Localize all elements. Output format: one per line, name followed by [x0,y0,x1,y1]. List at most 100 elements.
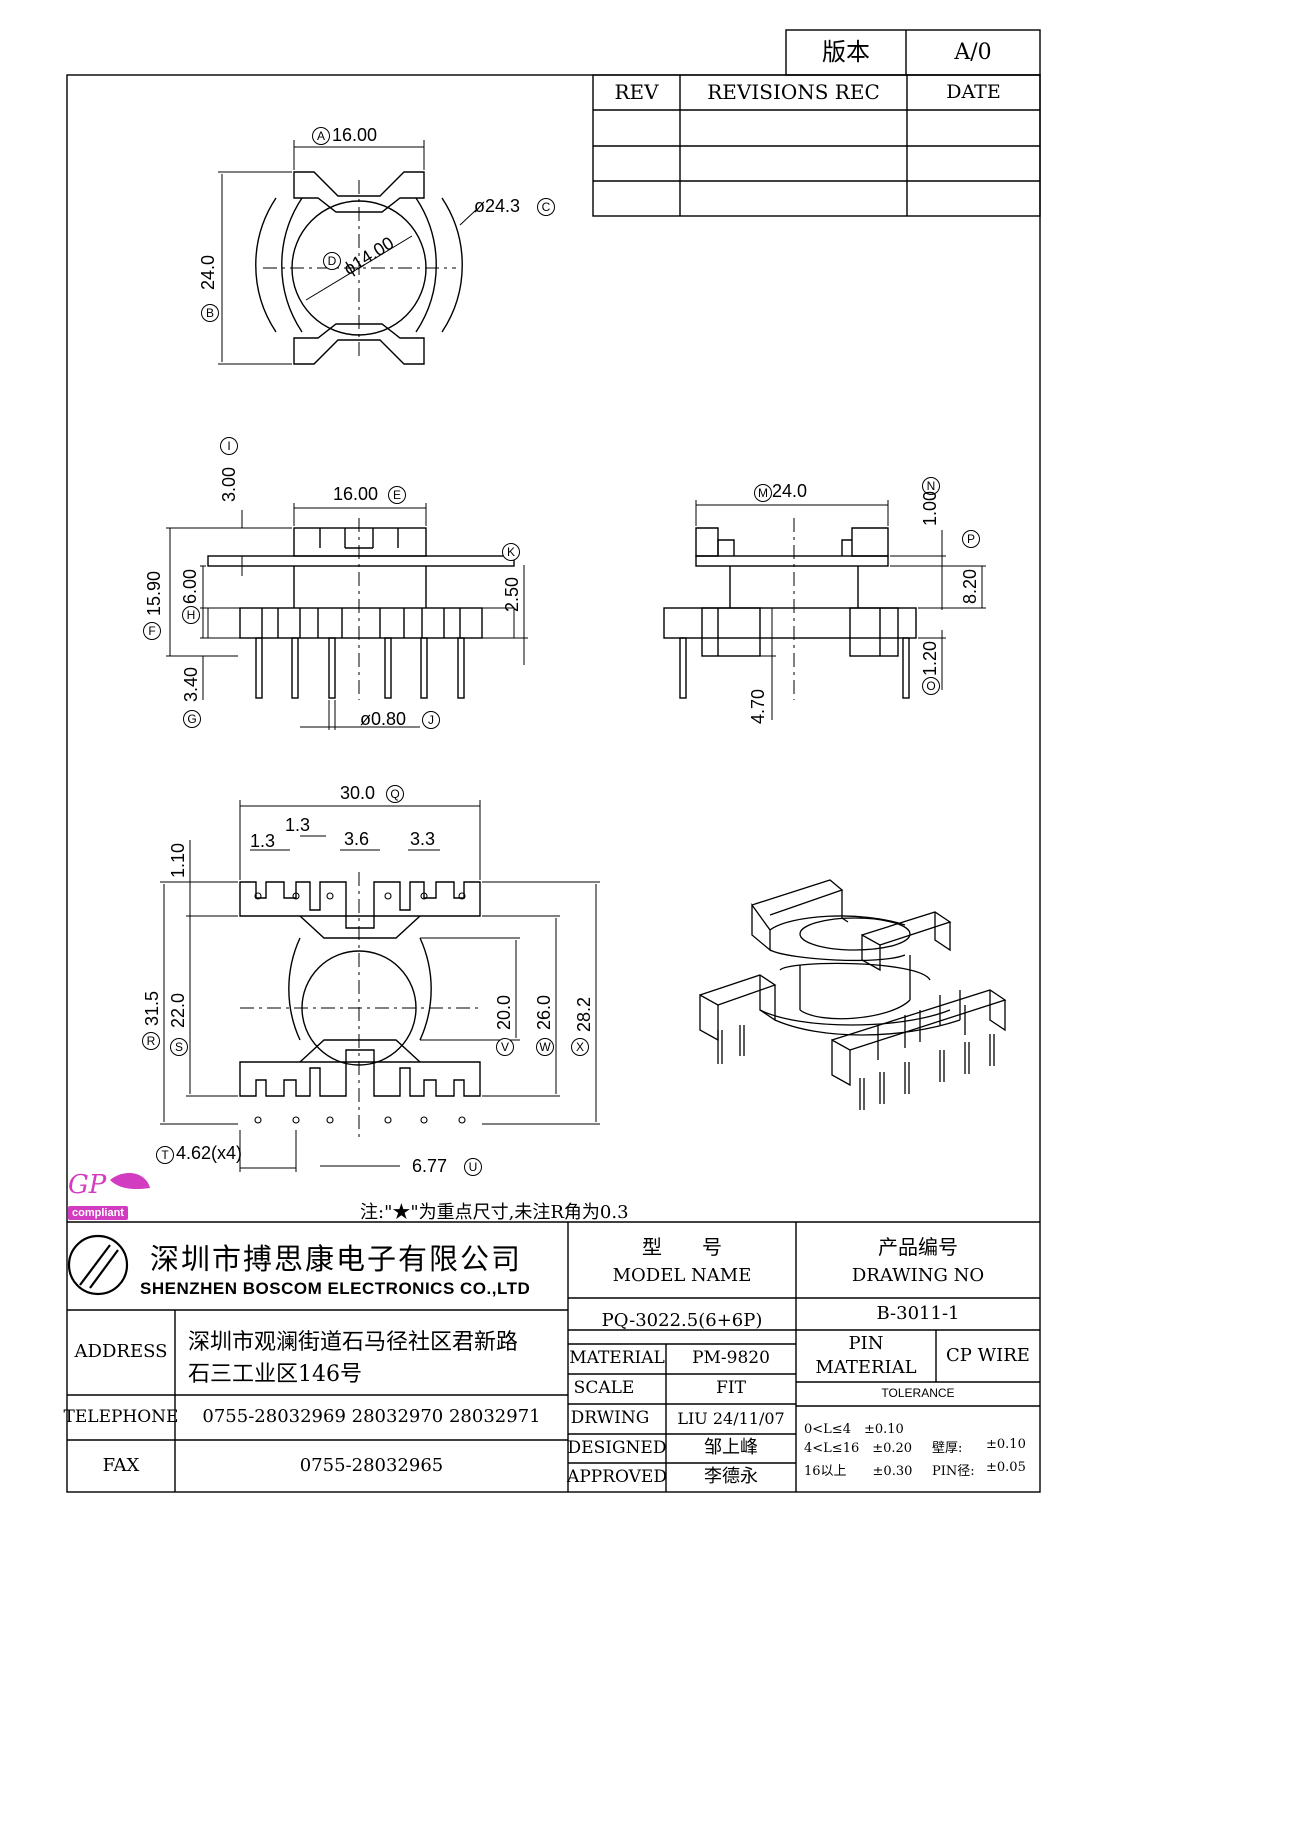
isometric-view [699,879,1007,1110]
dim-x-value: 28.2 [574,996,594,1032]
dim-j-value: ø0.80 [360,709,407,729]
label-h: H [182,606,200,624]
dim-q-value: 30.0 [340,783,376,803]
model-label-en: MODEL NAME [612,1264,752,1286]
tolerance-row-2: 4<L≤16 ±0.20 [804,1441,913,1456]
scale-label: SCALE [573,1378,635,1399]
dim-i-value: 3.00 [219,466,239,502]
label-v: V [496,1038,514,1056]
label-p: P [962,530,980,548]
label-x: X [571,1038,589,1056]
dim-b-value: 24.0 [198,254,218,290]
pin-material-label-1: PIN [848,1332,884,1354]
designed-value: 邹上峰 [704,1437,758,1459]
pin-material-value: CP WIRE [946,1344,1030,1366]
label-g: G [183,710,201,728]
top-view [218,140,477,365]
address-label: ADDRESS [74,1341,168,1363]
label-j: J [422,711,440,729]
dim-c-value: ø24.3 [474,196,521,216]
approved-value: 李德永 [704,1466,758,1488]
dim-n-value: 1.00 [920,490,940,526]
model-value: PQ-3022.5(6+6P) [601,1309,763,1331]
dim-h-value: 6.00 [180,568,200,604]
label-b: B [201,304,219,322]
fax-value: 0755-28032965 [299,1454,444,1476]
drawing-note: 注:"★"为重点尺寸,未注R角为0.3 [360,1202,629,1223]
label-w: W [536,1038,554,1056]
scale-value: FIT [716,1378,746,1399]
material-label: MATERIAL [569,1348,665,1369]
dim-u-value: 6.77 [412,1156,448,1176]
version-label: 版本 [822,37,870,66]
revisions-col-rec: REVISIONS REC [707,80,880,104]
dim-v-value: 20.0 [494,994,514,1030]
address-line-2: 石三工业区146号 [188,1362,362,1387]
side-view [663,500,986,720]
fax-label: FAX [102,1454,140,1476]
bottom-view [160,800,600,1172]
tolerance-label: TOLERANCE [881,1386,955,1401]
revision-table [592,74,1041,217]
dim-f-value: 15.90 [144,570,164,616]
title-block-grid [67,1221,1040,1492]
revisions-col-rev: REV [614,80,659,104]
label-u: U [464,1158,482,1176]
designed-label: DESIGNED [567,1437,667,1458]
dim-p-value: 8.20 [960,568,980,604]
drwing-label: DRWING [570,1408,650,1429]
approved-label: APPROVED [567,1466,667,1487]
dim-s-value: 22.0 [168,992,188,1028]
label-n: N [922,477,940,495]
drawing-label-cn: 产品编号 [878,1234,958,1259]
wall-label: 壁厚: [932,1441,963,1456]
dim-pitch-2: 1.3 [285,815,311,835]
dim-t-value: 4.62(x4) [176,1143,243,1163]
company-name-cn: 深圳市搏思康电子有限公司 [150,1242,523,1276]
address-line-1: 深圳市观澜街道石马径社区君新路 [188,1330,519,1355]
revisions-col-date: DATE [946,80,1001,103]
dim-r-value: 31.5 [142,990,162,1026]
tolerance-row-3: 16以上 ±0.30 [804,1464,913,1479]
dim-t110-value: 1.10 [168,842,188,878]
dim-a-value: 16.00 [332,125,378,145]
pin-dia-label: PIN径: [932,1464,975,1479]
label-o: O [922,677,940,695]
dim-h470-value: 4.70 [748,688,768,724]
dim-k-value: 2.50 [502,576,522,612]
label-d: D [323,252,341,270]
gp-badge: GP [68,1170,107,1200]
label-t: T [156,1146,174,1164]
label-s: S [170,1038,188,1056]
compliant-badge: compliant [68,1206,128,1220]
pin-material-label-2: MATERIAL [815,1356,917,1378]
label-e: E [388,486,406,504]
dim-pitch-4: 3.3 [410,829,436,849]
dim-pitch-1: 1.3 [250,831,276,851]
dim-w-value: 26.0 [534,994,554,1030]
pin-dia-value: ±0.05 [986,1460,1026,1475]
tolerance-row-1: 0<L≤4 ±0.10 [804,1422,904,1437]
telephone-label: TELEPHONE [63,1406,179,1427]
front-view [166,503,528,730]
drawing-value: B-3011-1 [876,1302,960,1324]
dim-g-value: 3.40 [181,666,201,702]
label-f: F [143,622,161,640]
dim-o-value: 1.20 [920,640,940,676]
model-label-cn: 型 号 [642,1234,722,1259]
dim-e-value: 16.00 [333,484,379,504]
leaf-icon [110,1173,150,1190]
drawing-label-en: DRAWING NO [851,1264,985,1286]
dim-pitch-3: 3.6 [344,829,370,849]
label-a: A [312,127,330,145]
label-q: Q [386,785,404,803]
page-frame [66,74,1041,1493]
material-value: PM-9820 [692,1348,770,1369]
label-r: R [142,1032,160,1050]
label-i: I [220,437,238,455]
telephone-value: 0755-28032969 28032970 28032971 [202,1406,541,1428]
drawing-canvas [66,29,1041,1493]
version-value: A/0 [954,39,992,65]
wall-value: ±0.10 [986,1437,1026,1452]
label-c: C [537,198,555,216]
